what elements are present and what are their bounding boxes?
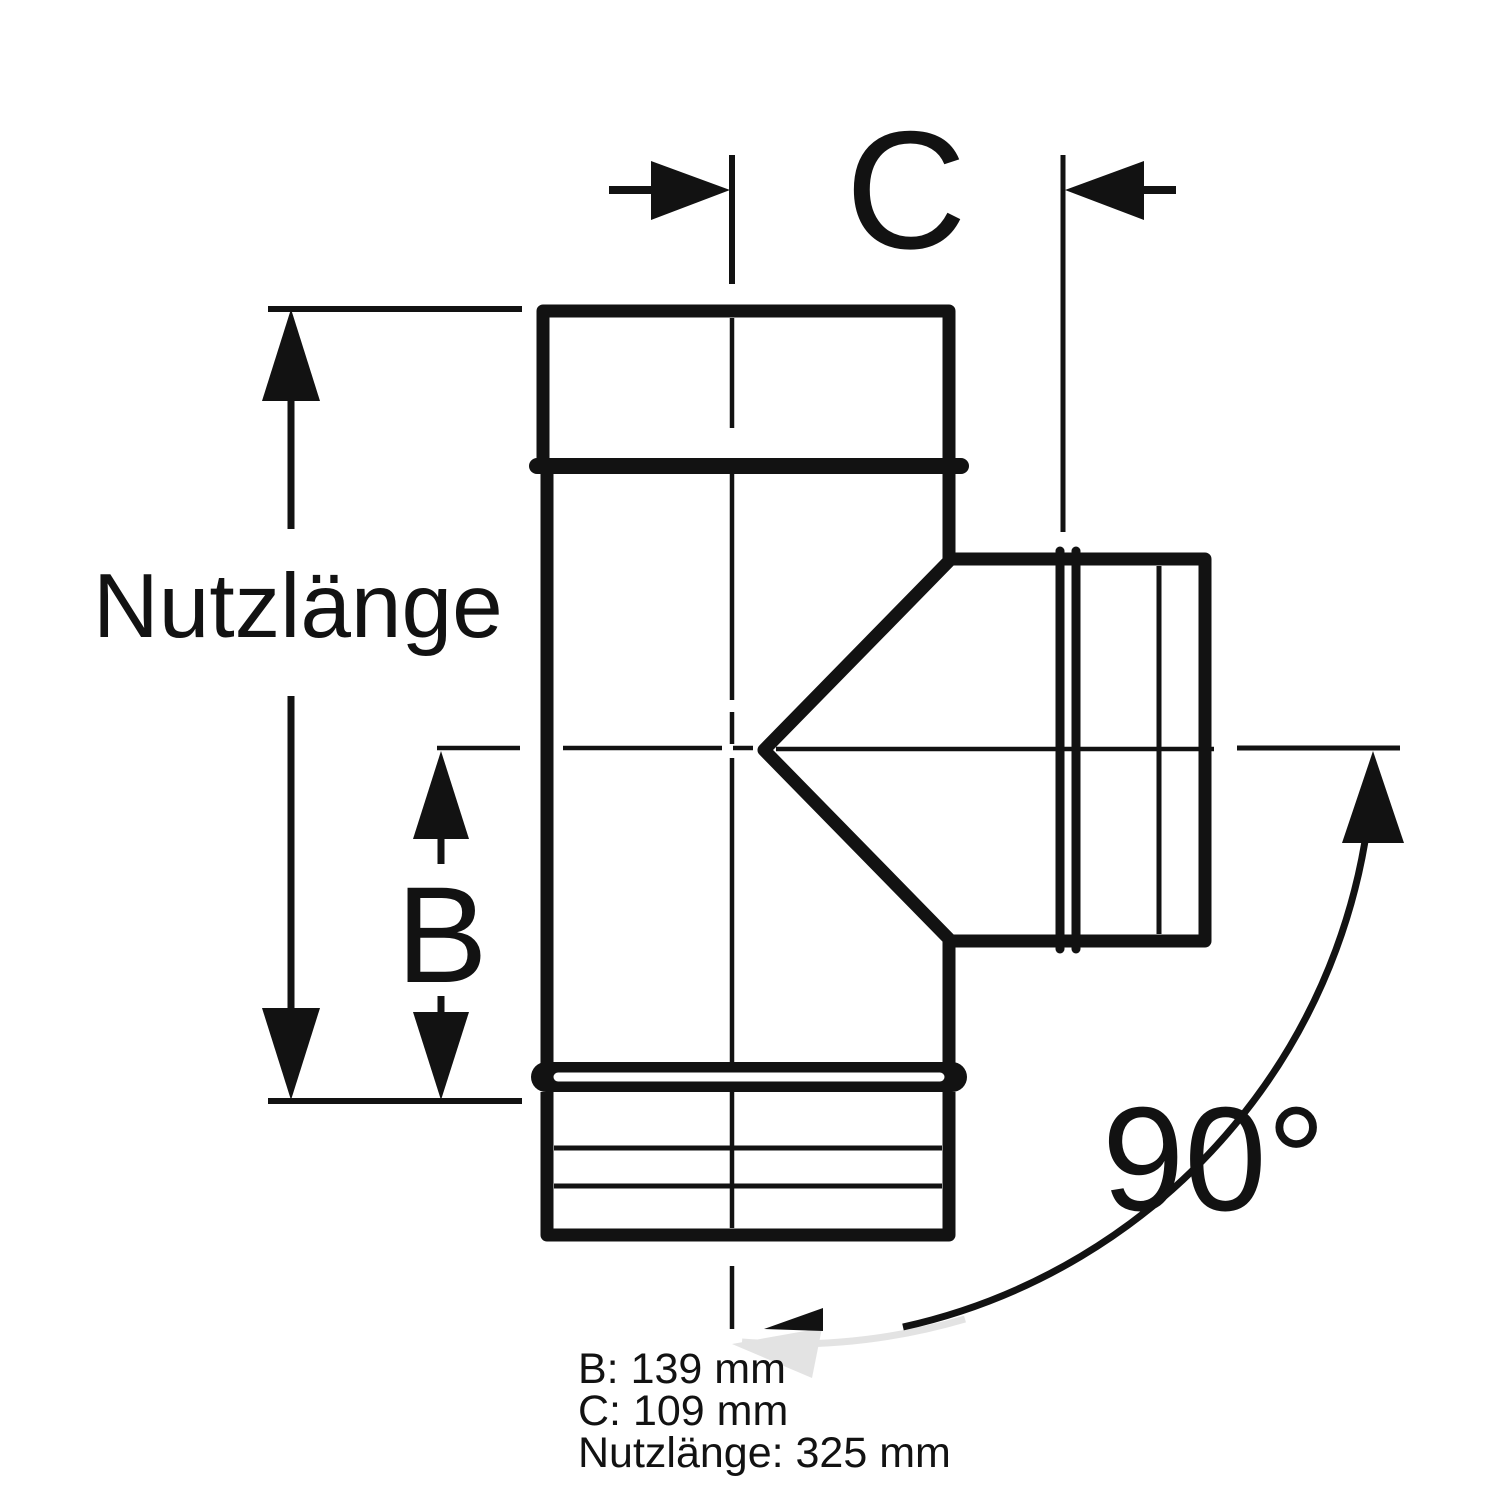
label-angle: 90°: [1102, 1077, 1326, 1242]
legend-line-c: C: 109 mm: [578, 1387, 788, 1435]
top-spigot-outline: [536, 304, 956, 466]
label-b: B: [396, 859, 487, 1012]
angle-arrowhead-top-icon: [1342, 751, 1404, 843]
angle-arc-group: [764, 751, 1404, 1331]
ghost-arc-group: [732, 1315, 966, 1378]
labels-group: C Nutzlänge B 90°: [93, 96, 1326, 1242]
b-arrowhead-up-icon: [413, 751, 469, 839]
bottom-socket-outline: [540, 1092, 956, 1242]
nutzlaenge-arrowhead-down-icon: [262, 1008, 320, 1100]
body-right-wall-cone: [757, 472, 956, 1078]
legend-group: B: 139 mm C: 109 mm Nutzlänge: 325 mm: [578, 1345, 951, 1477]
label-c: C: [845, 96, 966, 284]
angle-arrowhead-bottom-icon: [764, 1308, 823, 1331]
angle-arc: [902, 761, 1377, 1331]
c-arrowhead-left-icon: [1065, 161, 1144, 220]
centerline-group: [437, 155, 1400, 1329]
label-nutzlaenge: Nutzlänge: [93, 556, 503, 657]
pipe-body-group: [529, 304, 1212, 1242]
dimension-nutzlaenge: [262, 306, 522, 1104]
legend-line-nutzlaenge: Nutzlänge: 325 mm: [578, 1429, 951, 1477]
nutzlaenge-arrowhead-up-icon: [262, 309, 320, 401]
b-arrowhead-down-icon: [413, 1012, 469, 1100]
ghost-arrowhead-icon: [732, 1328, 822, 1378]
legend-line-b: B: 139 mm: [578, 1345, 786, 1393]
dimension-b: [413, 751, 469, 1100]
c-arrowhead-right-icon: [651, 161, 730, 220]
dimension-c: [609, 155, 1176, 532]
